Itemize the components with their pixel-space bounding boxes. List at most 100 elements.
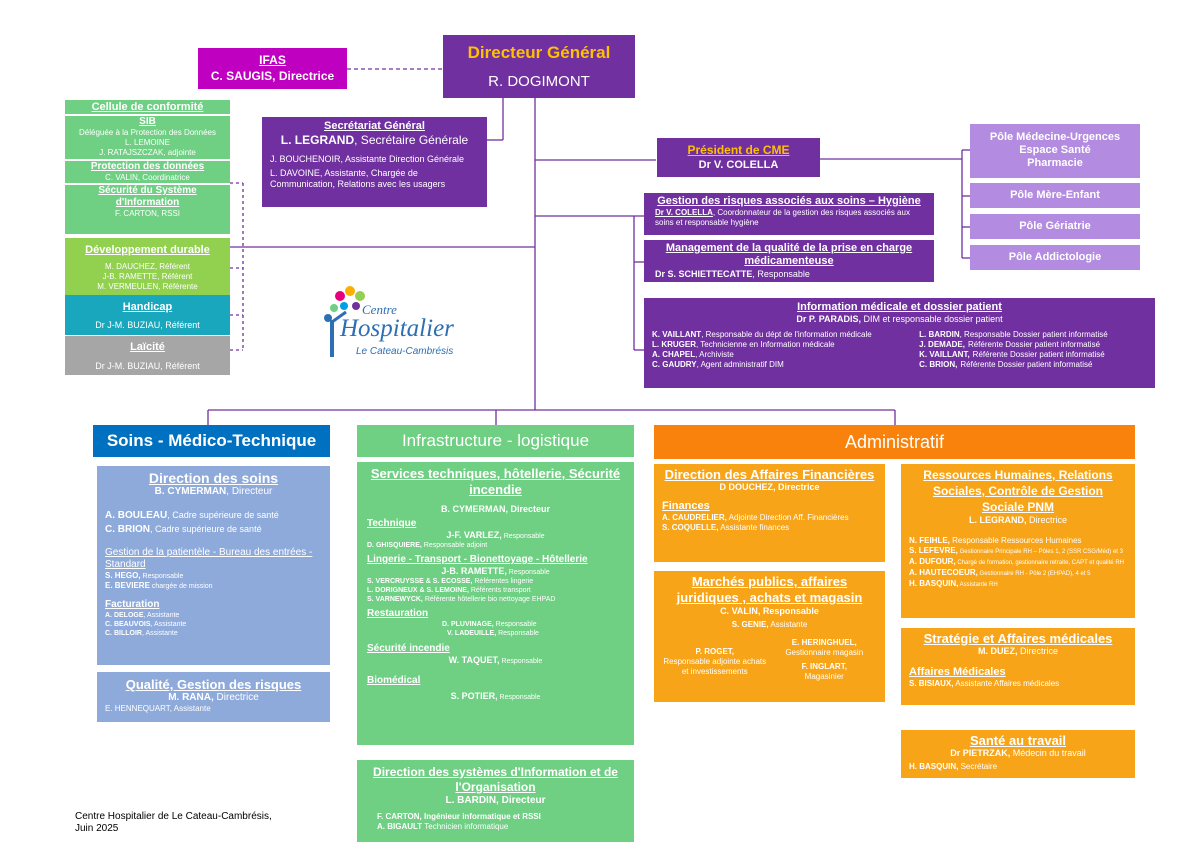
ling-l2-role: Référents transport xyxy=(468,587,531,594)
grs-name: Dr V. COLELLA xyxy=(655,208,713,217)
fin-title: Finances xyxy=(662,500,710,512)
sh-name: S. HEGO, xyxy=(105,571,141,580)
fin-l1-name: A. CAUDRELIER, xyxy=(662,513,727,522)
ling-l3-role: Référente hôtellerie bio nettoyage EHPAD xyxy=(422,596,556,603)
direction-soins-box: Direction des soins B. CYMERMAN, Directe… xyxy=(97,466,330,665)
ifas-title: IFAS xyxy=(259,53,286,67)
fin-l2-name: S. COQUELLE, xyxy=(662,523,719,532)
am-l1-role: Assistante Affaires médicales xyxy=(953,679,1060,688)
mp-eh-role: Gestionnaire magasin xyxy=(785,648,864,657)
mp-name: C. VALIN, Responsable xyxy=(720,606,819,616)
tech-title: Technique xyxy=(367,518,417,529)
sat-l1-name: H. BASQUIN, xyxy=(909,762,959,771)
f2-name: C. BEAUVOIS xyxy=(105,621,151,628)
cme-box: Président de CME Dr V. COLELLA xyxy=(657,138,820,177)
fact-title: Facturation xyxy=(105,599,160,610)
logo-line3: Le Cateau-Cambrésis xyxy=(356,346,454,357)
dim-title: Information médicale et dossier patient xyxy=(797,301,1002,313)
rest-l2-name: V. LADEUILLE, xyxy=(447,630,497,637)
rh-name: L. LEGRAND, xyxy=(968,515,1027,525)
rh-l4-role: Gestionnaire RH - Pôle 2 (EHPAD), 4 et 5 xyxy=(977,571,1091,577)
dim-right-name: L. BARDIN xyxy=(919,330,960,339)
dim-left-row: C. GAUDRY, Agent administratif DIM xyxy=(652,360,905,370)
rest-l1-role: Responsable xyxy=(493,621,537,628)
rh-l3-role: Chargé de formation, gestionnaire retrai… xyxy=(955,560,1124,566)
dim-left-role: , Technicienne en Information médicale xyxy=(696,340,835,349)
am-title: Affaires Médicales xyxy=(909,666,1006,678)
dim-right-role: , Responsable Dossier patient informatis… xyxy=(959,330,1108,339)
rh-l1-name: N. FEIHLE, xyxy=(909,536,950,545)
marches-publics-box: Marchés publics, affaires juridiques , a… xyxy=(654,571,885,702)
mqp-name: Dr S. SCHIETTECATTE xyxy=(655,269,753,279)
dsi-name: L. BARDIN, Directeur xyxy=(445,795,546,806)
rh-title: Ressources Humaines, Relations Sociales,… xyxy=(923,468,1113,514)
cme-name: Dr V. COLELLA xyxy=(698,159,779,171)
dim-left-name: A. CHAPEL xyxy=(652,350,696,359)
sam-name: M. DUEZ, xyxy=(977,646,1018,656)
conf-pd-l1: C. VALIN, Coordinatrice xyxy=(105,173,190,182)
am-l1-name: S. BISIAUX, xyxy=(909,679,954,688)
cb-role: , Cadre supérieure de santé xyxy=(150,524,262,534)
dim-desc: DIM et responsable dossier patient xyxy=(861,314,1003,324)
f2-role: , Assistante xyxy=(150,621,187,628)
qualite-risques-box: Qualité, Gestion des risques M. RANA, Di… xyxy=(97,672,330,722)
cellule-conformite-box: Cellule de conformité SIB Déléguée à la … xyxy=(65,100,230,234)
sat-name: Dr PIETRZAK, xyxy=(950,748,1011,758)
gestion-risques-box: Gestion des risques associés aux soins –… xyxy=(644,193,934,235)
dim-left-row: L. KRUGER, Technicienne en Information m… xyxy=(652,340,905,350)
dd-title: Développement durable xyxy=(85,244,210,256)
ling-role: Responsable xyxy=(506,569,550,576)
management-qualite-box: Management de la qualité de la prise en … xyxy=(644,240,934,282)
conf-pd: Protection des données xyxy=(90,161,205,172)
eb-name: E. BEVIERE xyxy=(105,581,150,590)
ressources-humaines-box: Ressources Humaines, Relations Sociales,… xyxy=(901,464,1135,618)
conf-sib-l3: J. RATAJSZCZAK, adjointe xyxy=(99,148,196,157)
ab-role: , Cadre supérieure de santé xyxy=(167,510,279,520)
mp-l1-name: S. GENIE, xyxy=(731,620,769,629)
st-title: Services techniques, hôtellerie, Sécurit… xyxy=(370,466,621,497)
ds-name: B. CYMERMAN xyxy=(154,486,227,497)
services-techniques-box: Services techniques, hôtellerie, Sécurit… xyxy=(357,462,634,745)
dd-line3: M. VERMEULEN, Référente xyxy=(97,282,198,291)
dim-left-role: , Responsable du dépt de l'information m… xyxy=(701,330,872,339)
dsi-title: Direction des systèmes d'Information et … xyxy=(373,765,618,794)
mp-title: Marchés publics, affaires juridiques , a… xyxy=(676,574,863,605)
sg-role: , Secrétaire Générale xyxy=(354,133,469,147)
mp-pr-name: P. ROGET, xyxy=(695,647,735,656)
rh-role: Directrice xyxy=(1026,515,1067,525)
fin-l1-role: Adjointe Direction Aff. Financières xyxy=(726,513,849,522)
dim-right-row: C. BRION,Référente Dossier patient infor… xyxy=(919,360,1147,370)
mqp-desc: , Responsable xyxy=(752,269,810,279)
rh-l2-role: Gestionnaire Principale RH – Pôles 1, 2 … xyxy=(957,549,1123,555)
mp-pr-role: Responsable adjointe achats et investiss… xyxy=(663,657,767,676)
bio-name: S. POTIER, xyxy=(450,691,498,701)
dim-right-role: Référente Dossier patient informatisé xyxy=(972,350,1105,359)
admin-header: Administratif xyxy=(654,425,1135,459)
rest-l2-role: Responsable xyxy=(496,630,539,637)
dim-right-name: K. VAILLANT, xyxy=(919,350,970,359)
dim-right-role: Référente Dossier patient informatisé xyxy=(960,360,1093,369)
conf-title: Cellule de conformité xyxy=(91,101,204,113)
dim-right-row: L. BARDIN, Responsable Dossier patient i… xyxy=(919,330,1147,340)
ifas-name: C. SAUGIS, Directrice xyxy=(210,69,335,83)
sat-title: Santé au travail xyxy=(969,733,1067,748)
rh-l2-name: S. LEFEVRE, xyxy=(909,546,958,555)
q-title: Qualité, Gestion des risques xyxy=(125,677,302,692)
footer-note: Centre Hospitalier de Le Cateau-Cambrési… xyxy=(75,811,335,841)
dim-right-column: L. BARDIN, Responsable Dossier patient i… xyxy=(905,330,1147,370)
sat-l1-role: Secrétaire xyxy=(958,762,998,771)
sec-title: Sécurité incendie xyxy=(367,643,450,654)
rh-l5-name: H. BASQUIN, xyxy=(909,579,959,588)
conf-ssi-l1: F. CARTON, RSSI xyxy=(114,209,181,218)
q-role: Directrice xyxy=(213,692,259,703)
directeur-general-box: Directeur Général R. DOGIMONT xyxy=(443,35,635,98)
hand-line1: Dr J-M. BUZIAU, Référent xyxy=(95,320,200,330)
ds-title: Direction des soins xyxy=(148,470,279,486)
dsi-l2-name: A. BIGAULT xyxy=(377,822,423,831)
st-name: B. CYMERMAN, Directeur xyxy=(440,504,550,514)
infra-header: Infrastructure - logistique xyxy=(357,425,634,457)
dim-left-row: K. VAILLANT, Responsable du dépt de l'in… xyxy=(652,330,905,340)
cb-name: C. BRION xyxy=(105,524,150,535)
ling-title: Lingerie - Transport - Bionettoyage - Hô… xyxy=(367,554,588,565)
hand-title: Handicap xyxy=(122,301,173,313)
